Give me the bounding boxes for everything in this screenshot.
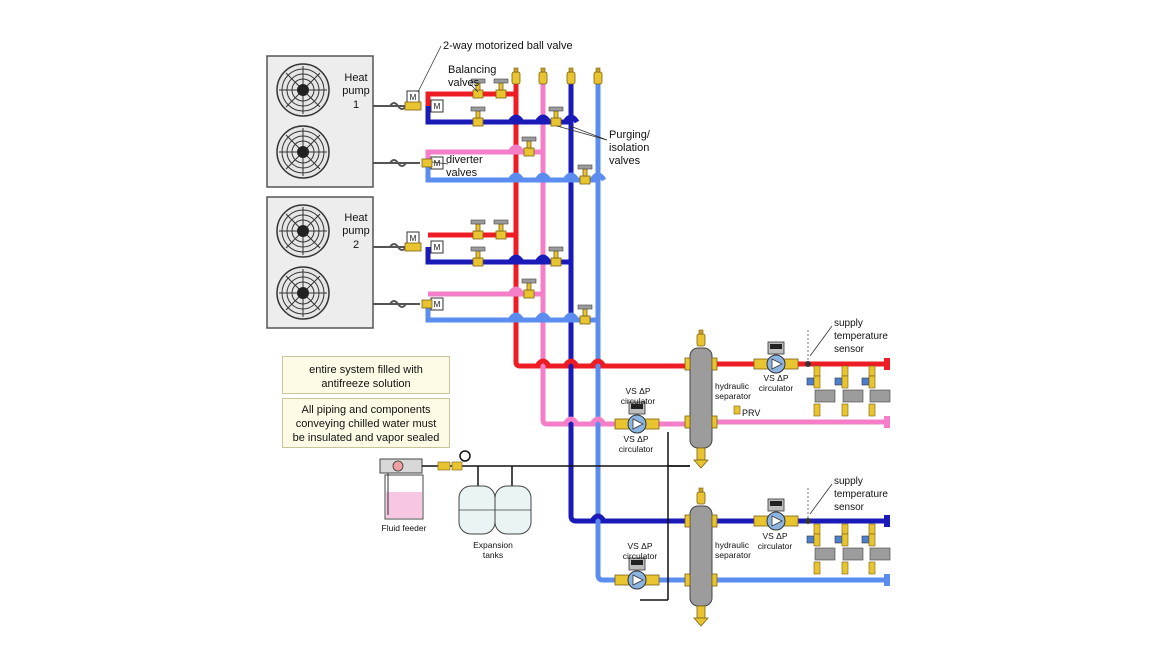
label-purging-b: isolation	[609, 142, 649, 154]
fluid-feeder	[379, 458, 424, 520]
label-circ-b1: VS ΔP	[623, 434, 648, 444]
prv-valve	[733, 405, 741, 415]
fill-line-valves	[437, 461, 463, 471]
expansion-tanks	[458, 485, 532, 535]
label-sensor-top-c: sensor	[834, 344, 865, 355]
heat-pump-1-label-c: 1	[353, 99, 359, 111]
label-circ-c2: circulator	[759, 383, 794, 393]
pipe-flanges	[684, 357, 718, 587]
glycol-fill-line	[422, 432, 690, 601]
label-fluid-feeder: Fluid feeder	[382, 523, 427, 533]
hot-supply-header	[425, 78, 888, 369]
chilled-supply-header	[425, 78, 888, 524]
hydraulic-separator-bottom	[689, 487, 713, 627]
sensor-top-icon	[805, 361, 811, 367]
note-antifreeze: entire system filled with antifreeze sol…	[282, 356, 450, 394]
hydraulic-separator-top	[689, 329, 713, 469]
heat-pump-2-label-b: pump	[342, 225, 370, 237]
load-zones-lower	[806, 523, 891, 575]
label-separator-top-a: hydraulic	[715, 381, 750, 391]
motor-label-5: M	[434, 159, 441, 168]
heat-pump-connections	[373, 102, 420, 308]
label-balancing-b: valves	[448, 77, 480, 89]
chilled-return-header	[425, 78, 888, 583]
label-sensor-top-b: temperature	[834, 331, 888, 342]
label-circ-c1: VS ΔP	[763, 373, 788, 383]
label-purging-c: valves	[609, 155, 641, 167]
heat-pump-1-label-b: pump	[342, 85, 370, 97]
heat-pump-1-label-a: Heat	[344, 72, 367, 84]
header-air-vents	[511, 67, 603, 85]
heat-pump-2-label-a: Heat	[344, 212, 367, 224]
label-separator-top-b: separator	[715, 391, 751, 401]
label-diverter-b: valves	[446, 167, 478, 179]
label-circ-d1: VS ΔP	[762, 531, 787, 541]
motorized-valves	[404, 90, 444, 311]
motor-label-2: M	[434, 102, 441, 111]
pipe-end-caps	[884, 358, 890, 586]
label-sensor-bot-c: sensor	[834, 502, 865, 513]
load-zones-upper	[806, 365, 891, 417]
label-separator-bot-b: separator	[715, 550, 751, 560]
label-purging-a: Purging/	[609, 129, 651, 141]
label-circ-b2: circulator	[619, 444, 654, 454]
label-circ-a1: VS ΔP	[625, 386, 650, 396]
motor-label-1: M	[410, 93, 417, 102]
label-separator-bot-a: hydraulic	[715, 540, 750, 550]
label-expansion-b: tanks	[483, 550, 503, 560]
label-circ-d2: circulator	[758, 541, 793, 551]
label-circ-e2: circulator	[623, 551, 658, 561]
note-insulation: All piping and components conveying chil…	[282, 398, 450, 448]
label-circ-e1: VS ΔP	[627, 541, 652, 551]
motor-label-3: M	[410, 234, 417, 243]
callout-leaders	[417, 45, 833, 515]
motor-label-4: M	[434, 243, 441, 252]
label-motorized-valve: 2-way motorized ball valve	[443, 40, 573, 52]
heat-pump-2	[266, 196, 374, 329]
motor-label-6: M	[434, 300, 441, 309]
label-sensor-bot-a: supply	[834, 476, 863, 487]
label-sensor-top-a: supply	[834, 318, 863, 329]
sensor-bottom-icon	[805, 518, 811, 524]
label-diverter-a: diverter	[446, 154, 483, 166]
heat-pump-1	[266, 55, 374, 188]
label-expansion-a: Expansion	[473, 540, 513, 550]
label-prv: PRV	[742, 408, 760, 418]
label-balancing-a: Balancing	[448, 64, 496, 76]
label-circ-a2: circulator	[621, 396, 656, 406]
heat-pump-2-label-c: 2	[353, 239, 359, 251]
label-sensor-bot-b: temperature	[834, 489, 888, 500]
pipe-crossovers	[507, 114, 607, 523]
